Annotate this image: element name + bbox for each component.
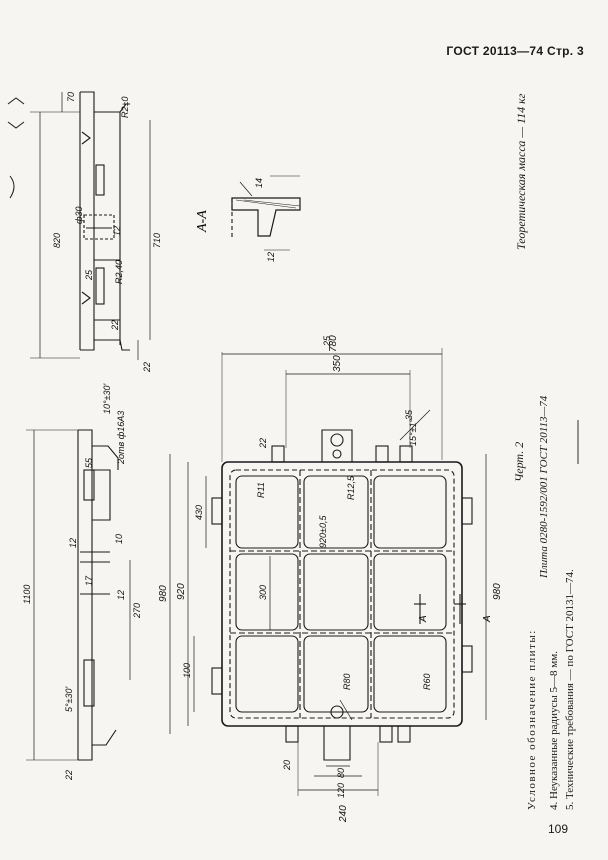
dim-80: 80 — [336, 768, 346, 778]
dim-14: 14 — [254, 178, 264, 188]
note-5: 5. Технические требования — по ГОСТ 2013… — [564, 569, 576, 810]
mass-note: Теоретическая масса — 114 кг — [514, 93, 528, 250]
angle-15deg: 15°±1° — [408, 418, 418, 446]
angle-5deg: 5°±30' — [64, 686, 74, 712]
dim-25: 25 — [84, 269, 94, 281]
side-section-long — [26, 429, 131, 761]
dim-12a: 12 — [112, 226, 122, 236]
dim-22c: 22 — [64, 770, 74, 781]
section-mark-a1: А — [418, 615, 429, 623]
dim-980a: 980 — [158, 585, 169, 602]
designation-title: Условное обозначение плиты: — [526, 629, 538, 810]
dim-240: 240 — [338, 805, 349, 823]
plate-plan-view — [169, 348, 487, 796]
dim-980b: 980 — [492, 583, 503, 600]
dim-22a: 22 — [110, 320, 120, 331]
angle-10deg: 10°±30' — [102, 383, 112, 414]
dim-35: 35 — [404, 409, 414, 420]
dim-12b: 12 — [68, 538, 78, 548]
dim-22d: 22 — [258, 438, 268, 449]
header-standard: ГОСТ 20113—74 Стр. 3 — [446, 44, 584, 58]
dim-270: 270 — [132, 603, 142, 619]
dim-100: 100 — [182, 663, 192, 678]
dim-10: 10 — [114, 534, 124, 544]
dim-780: 780 — [328, 335, 339, 352]
dim-12c: 12 — [116, 590, 126, 600]
dim-920a: 920 — [176, 583, 187, 600]
dim-22b: 22 — [142, 362, 152, 373]
dim-430: 430 — [194, 505, 204, 520]
note-4: 4. Неуказанные радиусы 5—8 мм. — [548, 651, 560, 810]
dim-920-tol: 920±0,5 — [318, 515, 328, 548]
dim-holes: 2отв ф16А3 — [116, 411, 126, 465]
dim-1100: 1100 — [22, 585, 32, 604]
side-section-top — [30, 91, 151, 360]
page-number: 109 — [547, 822, 568, 836]
radius-r80: R80 — [342, 673, 352, 690]
radius-r12-5: R12,5 — [346, 475, 356, 500]
dim-55: 55 — [84, 457, 94, 468]
dim-30: ф30 — [74, 206, 84, 224]
dim-70: 70 — [66, 92, 76, 102]
dim-350: 350 — [332, 355, 343, 372]
dim-17: 17 — [84, 575, 94, 586]
figure-caption: Черт. 2 — [512, 441, 526, 482]
section-aa-detail — [231, 175, 301, 251]
dim-r1: R2±0 — [120, 97, 130, 118]
dim-25b: 25 — [322, 335, 332, 347]
dim-710: 710 — [152, 233, 162, 248]
dim-12d: 12 — [266, 252, 276, 262]
section-mark-a2: А — [482, 615, 493, 623]
section-label: А-А — [195, 210, 210, 233]
dim-300: 300 — [258, 585, 268, 600]
dim-820: 820 — [52, 233, 62, 248]
designation-value: Плита 0280-1592/001 ГОСТ 20113—74 — [538, 395, 550, 578]
dim-r2: R2,40 — [114, 260, 124, 284]
radius-r60: R60 — [422, 673, 432, 690]
dim-20: 20 — [282, 760, 292, 771]
radius-r11: R11 — [256, 482, 266, 498]
dim-120: 120 — [336, 783, 346, 798]
